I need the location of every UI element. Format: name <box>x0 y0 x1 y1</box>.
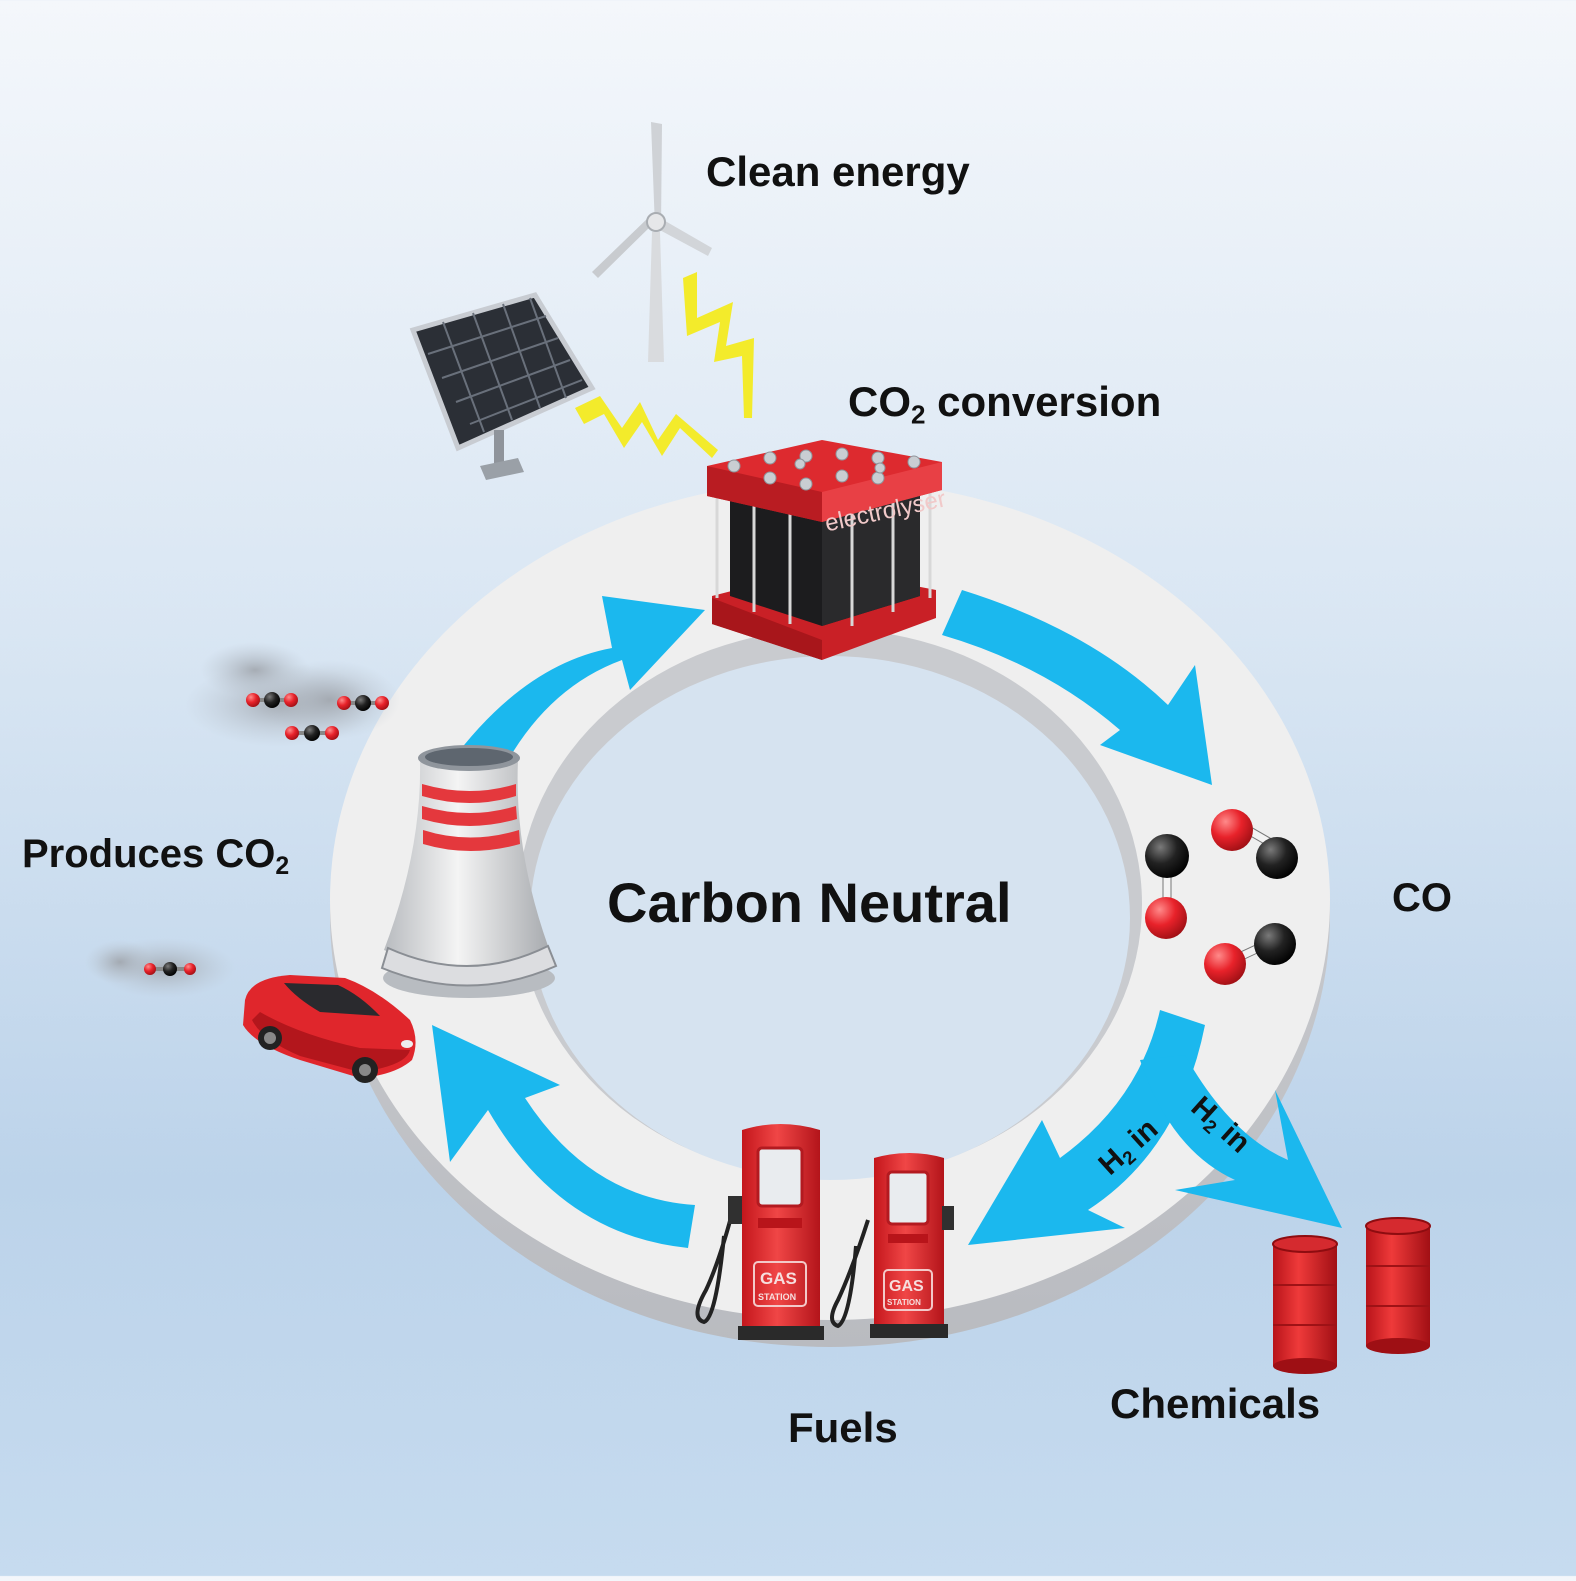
gas-pump-label: GAS <box>889 1278 924 1295</box>
gas-pump-sublabel: STATION <box>758 1292 796 1302</box>
co2-molecule-icon <box>285 725 339 741</box>
arrow-co-to-chemicals <box>1140 1055 1342 1228</box>
produces-subscript: 2 <box>275 852 290 880</box>
co-molecule-icon <box>1211 809 1298 879</box>
co2-molecule-icon <box>144 962 196 976</box>
cycle-arrows <box>432 590 1342 1248</box>
chemical-barrel-icons <box>1272 1217 1431 1374</box>
co-molecule-icon <box>1145 834 1189 939</box>
co2-molecule-icons <box>144 692 389 976</box>
carbon-neutral-title: Carbon Neutral <box>607 871 1012 934</box>
car-icon <box>243 975 416 1083</box>
barrel-icon <box>1272 1235 1338 1374</box>
wind-turbine-icon <box>592 122 712 362</box>
co-molecule-icons <box>1145 809 1298 985</box>
arrow-electrolyser-to-co <box>942 590 1212 785</box>
co2-conversion-suffix: conversion <box>925 378 1162 425</box>
produces-co2-label: Produces CO2 <box>22 832 289 881</box>
barrel-icon <box>1365 1217 1431 1354</box>
co2-conversion-prefix: CO <box>848 378 911 425</box>
gas-pump-icon: GAS STATION <box>695 1124 824 1340</box>
solar-panel-icon <box>409 292 596 480</box>
co2-conversion-label: CO2 conversion <box>848 378 1161 430</box>
gas-pump-icons: GAS STATION GAS STATION <box>695 1124 954 1340</box>
co2-molecule-icon <box>337 695 389 711</box>
lightning-bolt-icons <box>575 272 754 458</box>
electrolyser-icon: electrolyser <box>707 440 948 660</box>
clean-energy-label: Clean energy <box>706 148 970 195</box>
arrow-tower-to-electrolyser <box>445 596 705 785</box>
co2-molecule-icon <box>246 692 298 708</box>
gas-pump-icon: GAS STATION <box>830 1153 954 1338</box>
co-label: CO <box>1392 876 1452 920</box>
fuels-label: Fuels <box>788 1404 898 1451</box>
chemicals-label: Chemicals <box>1110 1380 1321 1427</box>
gas-pump-sublabel: STATION <box>887 1298 921 1307</box>
gas-pump-label: GAS <box>760 1269 797 1288</box>
cooling-tower-icon <box>380 745 558 998</box>
co2-conversion-subscript: 2 <box>911 399 926 430</box>
co-molecule-icon <box>1204 923 1296 985</box>
produces-prefix: Produces CO <box>22 832 276 876</box>
arrow-fuels-to-tower <box>432 1025 695 1248</box>
